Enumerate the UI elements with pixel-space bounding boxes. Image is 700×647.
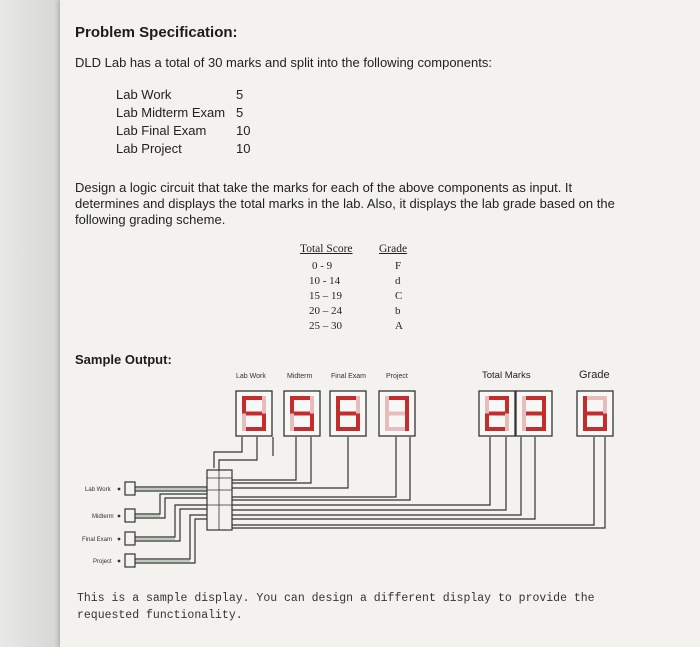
digit-segment-e: [485, 413, 489, 431]
digit-segment-d: [336, 427, 360, 431]
digit-segment-b: [603, 396, 607, 414]
input-boxes: [124, 481, 136, 568]
input-label-project: Project: [93, 559, 112, 565]
grading-grade: b: [395, 305, 401, 317]
grading-score: 20 – 24: [309, 305, 342, 317]
digit-segment-a: [336, 396, 360, 400]
display-wires: [213, 437, 606, 529]
digit-segment-d: [385, 427, 409, 431]
digit-segment-f: [385, 396, 389, 414]
digit-segment-e: [522, 413, 526, 431]
digit-segment-e: [583, 413, 587, 431]
grading-grade: F: [395, 260, 402, 272]
digit-segment-c: [542, 413, 546, 431]
input-label-midterm: Midterm: [92, 514, 114, 520]
digit-segment-a: [485, 396, 509, 400]
digit-segment-g: [522, 411, 546, 416]
grading-header-score: Total Score: [300, 243, 353, 255]
footer-note: This is a sample display. You can design…: [77, 592, 595, 622]
left-shadow: [0, 0, 60, 647]
sample-output-title: Sample Output:: [75, 352, 172, 367]
digit-segment-f: [290, 396, 294, 414]
grading-score: 10 - 14: [309, 275, 341, 287]
digit-segment-g: [385, 411, 409, 416]
digit-segment-b: [356, 396, 360, 414]
problem-intro: DLD Lab has a total of 30 marks and spli…: [75, 55, 492, 70]
digit-segment-a: [583, 396, 607, 400]
digit-segment-f: [485, 396, 489, 414]
component-marks: 5: [236, 105, 244, 120]
label-total-marks: Total Marks: [482, 370, 531, 381]
digit-segment-g: [242, 411, 266, 416]
digit-segment-e: [290, 413, 294, 431]
grading-score: 15 – 19: [309, 290, 342, 302]
digit-segment-a: [522, 396, 546, 400]
label-lab-work: Lab Work: [236, 373, 266, 380]
grading-grade: C: [395, 290, 403, 302]
digit-segment-a: [290, 396, 314, 400]
digit-segment-e: [242, 413, 246, 431]
digit-segment-b: [310, 396, 314, 414]
digit-segment-d: [290, 427, 314, 431]
input-label-lab-work: Lab Work: [85, 487, 112, 493]
digit-segment-c: [505, 413, 509, 431]
digit-segment-d: [522, 427, 546, 431]
problem-title: Problem Specification:: [75, 24, 238, 41]
label-final-exam: Final Exam: [331, 373, 366, 380]
logic-block: [206, 469, 233, 531]
component-name: Lab Project: [116, 141, 182, 156]
digit-segment-a: [242, 396, 266, 400]
grading-grade: d: [395, 275, 401, 287]
digit-segment-b: [262, 396, 266, 414]
digit-segment-e: [385, 413, 389, 431]
component-name: Lab Work: [116, 87, 172, 102]
digit-segment-d: [583, 427, 607, 431]
digit-segment-b: [405, 396, 409, 414]
digit-segment-d: [242, 427, 266, 431]
digit-segment-c: [356, 413, 360, 431]
label-midterm: Midterm: [287, 373, 312, 380]
component-name: Lab Final Exam: [116, 123, 207, 138]
digit-segment-b: [505, 396, 509, 414]
component-marks: 5: [236, 87, 244, 102]
digit-segment-f: [336, 396, 340, 414]
digit-segment-b: [542, 396, 546, 414]
digit-segment-a: [385, 396, 409, 400]
design-paragraph: Design a logic circuit that take the mar…: [75, 180, 615, 227]
grading-score: 0 - 9: [312, 260, 333, 272]
digit-segment-f: [583, 396, 587, 414]
digit-segment-d: [485, 427, 509, 431]
digit-segment-f: [522, 396, 526, 414]
digit-segment-g: [290, 411, 314, 416]
digit-segment-g: [583, 411, 607, 416]
input-wires: [134, 486, 207, 564]
digit-segment-e: [336, 413, 340, 431]
label-grade: Grade: [579, 369, 610, 381]
input-label-final-exam: Final Exam: [82, 537, 112, 543]
grading-header-grade: Grade: [379, 243, 408, 255]
grading-grade: A: [395, 320, 403, 332]
seven-segment-displays: [235, 390, 614, 437]
component-marks: 10: [236, 123, 251, 138]
digit-segment-c: [603, 413, 607, 431]
digit-segment-c: [405, 413, 409, 431]
grading-score: 25 – 30: [309, 320, 342, 332]
component-name: Lab Midterm Exam: [116, 105, 226, 120]
component-marks: 10: [236, 141, 251, 156]
digit-segment-c: [310, 413, 314, 431]
digit-segment-g: [485, 411, 509, 416]
digit-segment-g: [336, 411, 360, 416]
label-project: Project: [386, 373, 408, 380]
digit-segment-f: [242, 396, 246, 414]
digit-segment-c: [262, 413, 266, 431]
